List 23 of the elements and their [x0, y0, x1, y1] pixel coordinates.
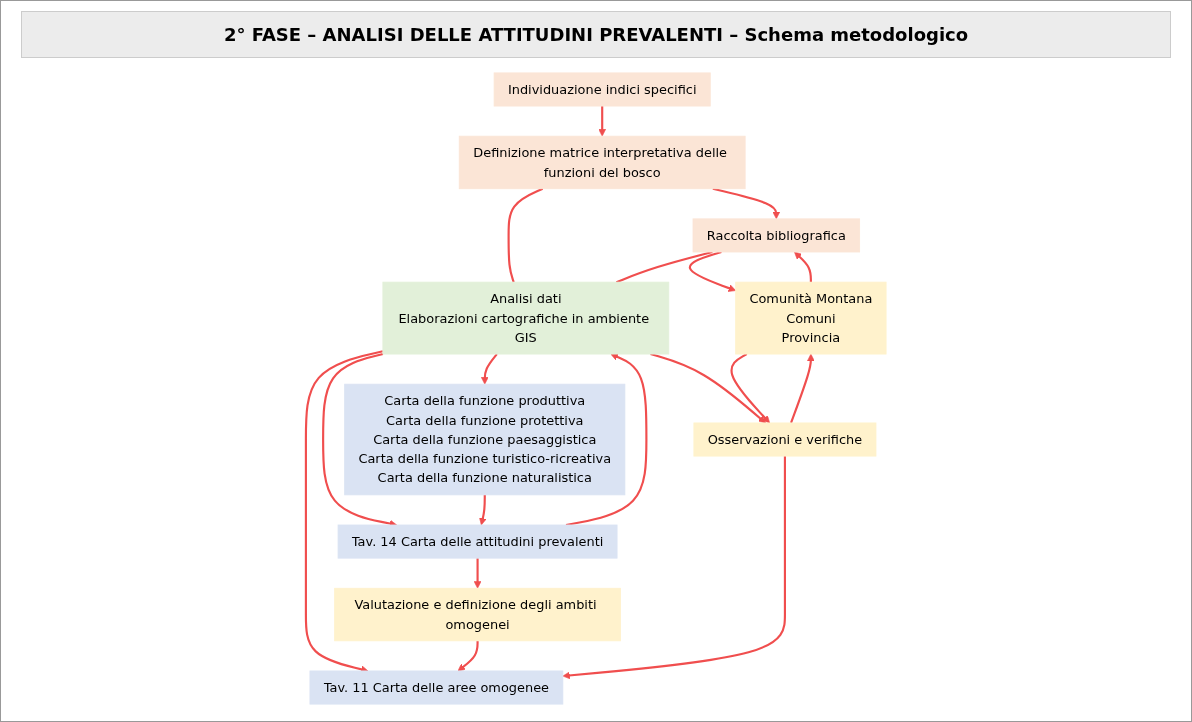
node-box: Analisi dati Elaborazioni cartografiche in ambiente GIS	[382, 281, 670, 355]
arrow	[473, 558, 482, 589]
node-box: Osservazioni e verifiche	[693, 422, 877, 457]
node-box: Raccolta bibliografica	[692, 218, 861, 253]
node-box: Valutazione e definizione degli ambiti omogenei	[334, 587, 621, 642]
arrow	[794, 251, 812, 283]
node-box: Carta della funzione produttiva Carta della funzione protettiva Carta della funzione paesaggistica Carta della funzione turistico-ricreativa Carta della funzione naturalistica	[344, 383, 626, 496]
node-box: Individuazione indici specifici	[493, 72, 711, 107]
node-box: Definizione matrice interpretativa delle funzioni del bosco	[458, 135, 746, 190]
node-box: Tav. 11 Carta delle aree omogenee	[309, 670, 564, 705]
arrow	[479, 494, 487, 526]
arrow	[712, 187, 781, 220]
node-box: Tav. 14 Carta delle attitudini prevalenti	[337, 524, 618, 559]
arrow	[457, 640, 479, 672]
connector	[507, 187, 544, 283]
arrow	[730, 353, 770, 424]
node-box: Comunità Montana Comuni Provincia	[735, 281, 887, 355]
arrow	[562, 456, 786, 680]
diagram-title: 2° FASE – ANALISI DELLE ATTITUDINI PREVALENTI – Schema metodologico	[21, 11, 1171, 58]
arrow	[598, 106, 606, 137]
arrow	[790, 353, 815, 424]
arrow	[688, 251, 736, 292]
arrow	[480, 353, 498, 385]
